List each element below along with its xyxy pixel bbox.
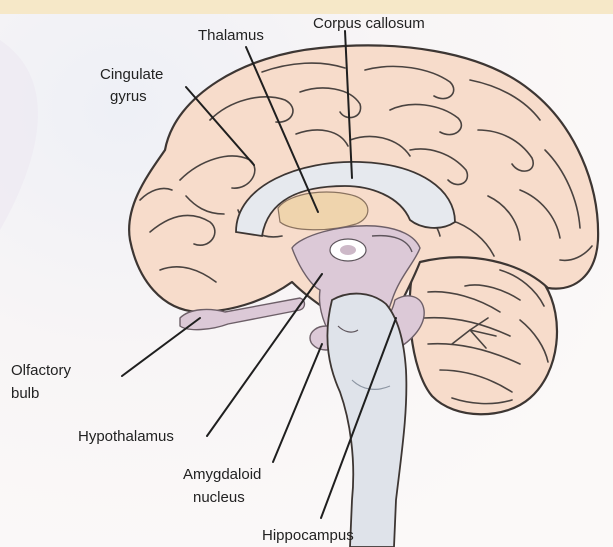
label-cingulate-line2: gyrus — [110, 88, 147, 105]
label-olfactory-line1: Olfactory — [11, 362, 72, 379]
label-amygdaloid-line2: nucleus — [193, 489, 245, 506]
label-hippocampus: Hippocampus — [262, 527, 354, 544]
label-amygdaloid-line1: Amygdaloid — [183, 466, 261, 483]
ventricle-core — [340, 245, 356, 255]
label-thalamus: Thalamus — [198, 27, 264, 44]
label-olfactory-line2: bulb — [11, 385, 39, 402]
label-corpus-callosum: Corpus callosum — [313, 15, 425, 32]
label-hypothalamus: Hypothalamus — [78, 428, 174, 445]
thalamus-region — [278, 192, 368, 230]
label-cingulate-line1: Cingulate — [100, 66, 163, 83]
header-band — [0, 0, 613, 14]
